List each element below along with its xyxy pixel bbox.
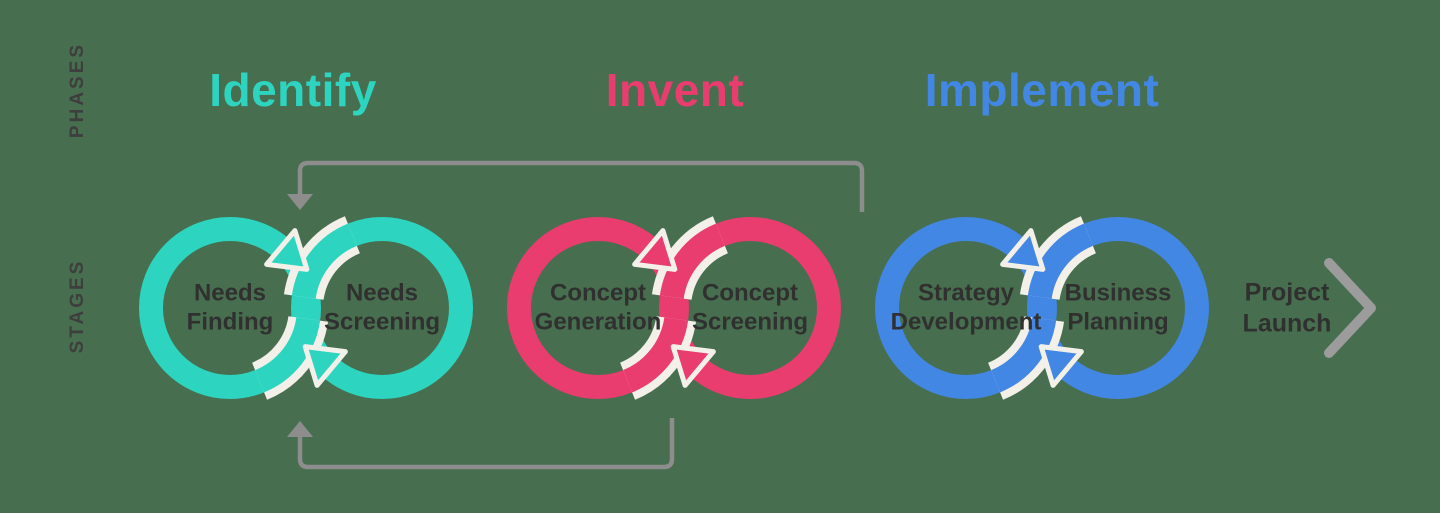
weave-arc xyxy=(291,223,358,300)
feedback-arrow-up-icon xyxy=(287,421,313,437)
loop-invent xyxy=(507,216,841,400)
outcome-label: Project Launch xyxy=(1243,278,1332,339)
loop-identify xyxy=(139,216,473,400)
loop-arrowhead-icon xyxy=(1000,228,1046,272)
loop-arrowhead-icon xyxy=(1038,344,1084,388)
stage-label-line: Concept xyxy=(701,279,798,307)
weave-arc xyxy=(990,316,1057,393)
phase-header-implement: Implement xyxy=(924,64,1160,116)
loop-arrowhead-icon xyxy=(670,344,716,388)
stage-label-line: Screening xyxy=(691,309,809,336)
stage-label-line: Generation xyxy=(534,309,662,336)
feedback-line-top xyxy=(297,160,865,212)
stage-label-line: Screening xyxy=(323,309,441,336)
loop-circle-right xyxy=(291,217,473,399)
weave-arc xyxy=(1027,223,1094,300)
loop-arrowhead-icon xyxy=(632,228,678,272)
weave-arc xyxy=(659,223,726,300)
stage-label-line: Business xyxy=(1064,279,1172,307)
outcome-line2: Launch xyxy=(1242,309,1332,337)
stage-label-line: Development xyxy=(890,309,1042,336)
stage-label-line: Planning xyxy=(1067,309,1169,336)
loop-arrowhead-icon xyxy=(302,344,348,388)
loop-implement xyxy=(875,216,1209,400)
phase-header-invent: Invent xyxy=(605,64,745,116)
loop-circle-right xyxy=(1027,217,1209,399)
stage-label-line: Needs xyxy=(193,279,267,307)
stage-label-line: Needs xyxy=(345,279,419,307)
outcome-line1: Project xyxy=(1244,278,1330,307)
loop-arrowhead-icon xyxy=(264,228,310,272)
feedback-line-bottom xyxy=(297,418,675,470)
stage-label-line: Strategy xyxy=(917,279,1015,307)
weave-arc xyxy=(254,316,321,393)
stage-label-line: Concept xyxy=(549,279,646,307)
next-chevron-icon xyxy=(1324,258,1376,358)
stage-label-line: Finding xyxy=(186,309,274,336)
feedback-arrow-down-icon xyxy=(287,194,313,210)
loop-circle-right xyxy=(659,217,841,399)
phase-header-identify: Identify xyxy=(209,64,377,116)
feedback-connectors xyxy=(287,160,865,470)
weave-arc xyxy=(622,316,689,393)
